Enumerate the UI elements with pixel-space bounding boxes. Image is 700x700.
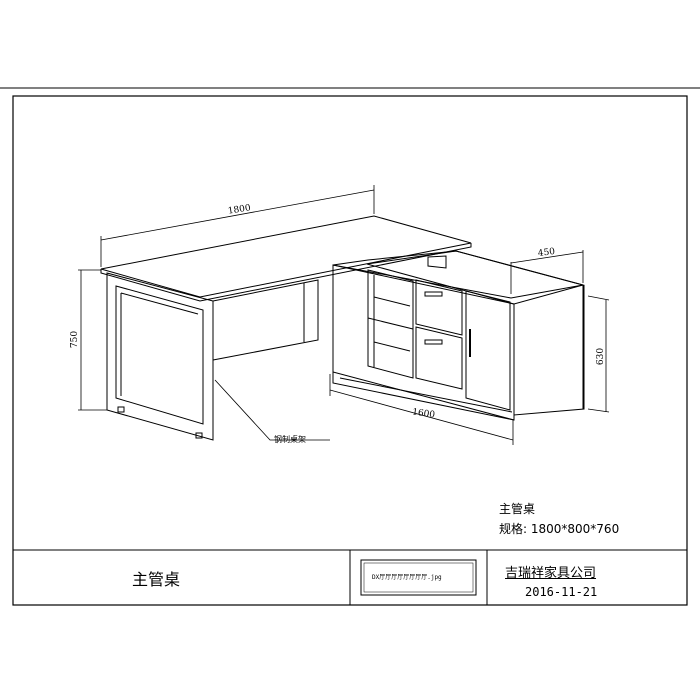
company-name: 吉瑞祥家具公司 — [505, 566, 597, 581]
logo-image-label: DX厅厅厅厅厅厅厅厅.jpg — [372, 574, 442, 581]
drawer-top — [415, 279, 463, 336]
logo-box-inner — [363, 562, 474, 593]
dimension-height: 750 — [70, 330, 81, 349]
dimension-lines — [78, 185, 610, 445]
cabinet-door — [465, 290, 511, 411]
spec-line: 规格: 1800*800*760 — [499, 522, 620, 536]
cabinet-top — [332, 250, 584, 299]
cabinet-front — [332, 264, 515, 421]
desk-left-frame — [106, 272, 214, 441]
desk-left-frame-inner — [115, 285, 204, 425]
drawer-bottom — [415, 326, 463, 390]
logo-box — [360, 559, 477, 596]
desk-top-edge — [100, 243, 472, 302]
title-block-title: 主管桌 — [132, 570, 181, 589]
dimension-cabinet-height: 630 — [596, 347, 607, 366]
desk-illustration — [100, 215, 585, 441]
callout-steel-frame: 钢制桌架 — [274, 435, 306, 444]
product-name: 主管桌 — [499, 502, 536, 516]
drawing-date: 2016-11-21 — [525, 585, 598, 599]
modesty-panel — [212, 279, 319, 361]
cabinet-open-shelf — [367, 269, 414, 379]
